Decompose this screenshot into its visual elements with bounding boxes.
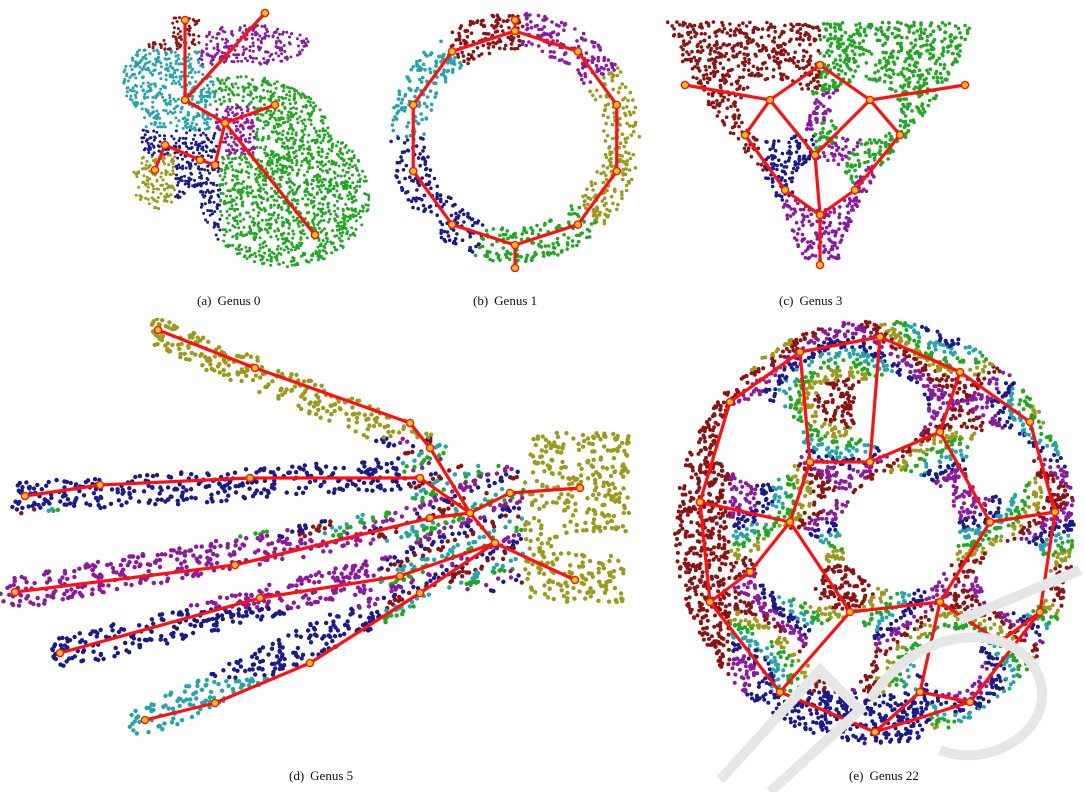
bunny-segmentation-plot	[115, 5, 370, 270]
caption-d: (d)Genus 5	[289, 768, 353, 784]
panel-d-genus5	[0, 318, 650, 738]
mesh-vertices	[122, 16, 370, 268]
panel-b-genus1	[385, 10, 645, 272]
caption-c: (c)Genus 3	[779, 293, 842, 309]
mesh-vertices	[0, 318, 631, 736]
hand-segmentation-plot	[0, 318, 650, 738]
caption-a: (a)Genus 0	[197, 293, 260, 309]
caption-b: (b)Genus 1	[473, 293, 537, 309]
triple-torus-segmentation-plot	[665, 10, 975, 272]
panel-a-genus0	[115, 5, 370, 270]
torus-segmentation-plot	[385, 10, 645, 272]
mesh-vertices	[389, 12, 641, 264]
panel-c-genus3	[665, 10, 975, 272]
watermark-logo	[660, 560, 1085, 792]
